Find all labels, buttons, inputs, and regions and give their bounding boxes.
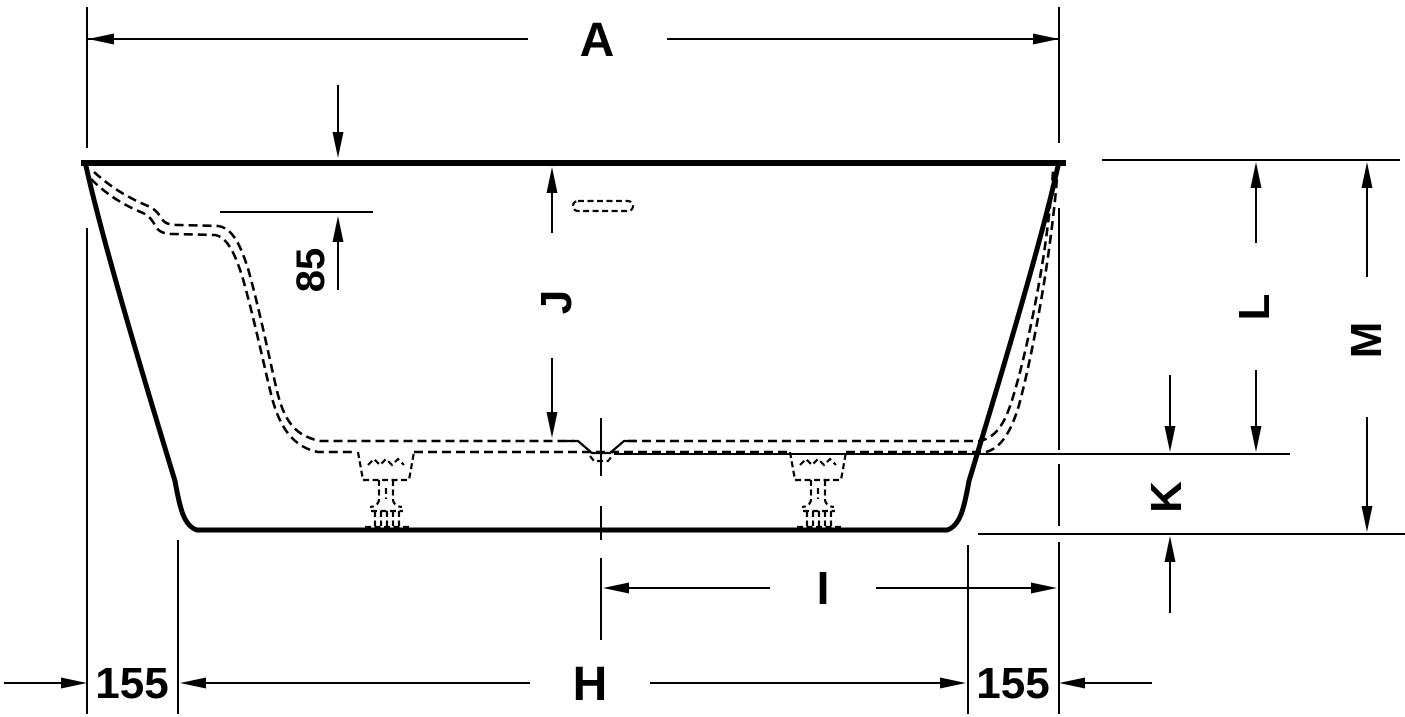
dim-85-arrow-up xyxy=(332,216,344,242)
dimension-h: H xyxy=(180,658,966,711)
dim-a-label: A xyxy=(580,14,615,67)
tub-foot-left xyxy=(356,451,416,532)
dimension-j: J xyxy=(532,167,581,438)
dim-a-arrow-right xyxy=(1033,33,1059,45)
dimension-right-155: 155 xyxy=(976,659,1152,708)
tub-foot-right xyxy=(788,450,848,532)
dim-85-label: 85 xyxy=(289,248,333,293)
dim-a-arrow-left xyxy=(88,33,114,45)
dim-j-label: J xyxy=(532,290,581,314)
dim-155l-label: 155 xyxy=(95,659,168,708)
dim-j-arrow-down xyxy=(546,412,558,438)
dim-m-label: M xyxy=(1342,322,1391,359)
dim-j-arrow-up xyxy=(546,167,558,193)
dimension-i: I xyxy=(603,562,1057,614)
dim-i-arrow-right xyxy=(1031,582,1057,594)
dim-155r-label: 155 xyxy=(976,659,1049,708)
foot-stem-hooks xyxy=(369,498,403,509)
dim-k-arrow-up xyxy=(1164,536,1176,562)
dim-m-arrow-up xyxy=(1361,162,1373,188)
foot-base-pad xyxy=(363,525,411,532)
foot-clip-detail xyxy=(367,457,405,467)
dim-k-label: K xyxy=(1142,481,1191,513)
dim-155r-arrow-left xyxy=(1059,677,1085,689)
dim-m-arrow-down xyxy=(1361,506,1373,532)
foot-stem xyxy=(377,480,395,499)
dimension-m: M xyxy=(1342,162,1391,532)
bathtub-outline xyxy=(81,160,1066,640)
extension-lines xyxy=(86,7,1405,714)
overflow-slot xyxy=(571,199,635,213)
dim-i-arrow-left xyxy=(603,582,629,594)
dimension-l: L xyxy=(1230,162,1279,452)
tub-inner-shell-upper-line xyxy=(93,170,1055,443)
tub-outer-shell xyxy=(83,163,1061,533)
dim-l-arrow-up xyxy=(1250,162,1262,188)
dim-l-arrow-down xyxy=(1250,426,1262,452)
dim-k-arrow-down xyxy=(1164,426,1176,452)
dimension-a: A xyxy=(88,14,1059,67)
dim-155l-arrow-right xyxy=(61,677,87,689)
dim-l-label: L xyxy=(1230,294,1279,321)
dim-i-label: I xyxy=(817,562,830,614)
dim-h-arrow-right xyxy=(940,677,966,689)
foot-thread-comb xyxy=(371,509,403,526)
dim-h-label: H xyxy=(573,658,608,711)
dimension-85: 85 xyxy=(289,85,344,292)
dimension-k: K xyxy=(1142,375,1191,613)
dim-85-arrow-down xyxy=(332,132,344,158)
dim-h-arrow-left xyxy=(180,677,206,689)
dimension-left-155: 155 xyxy=(4,659,169,708)
foot-cup xyxy=(356,451,416,482)
